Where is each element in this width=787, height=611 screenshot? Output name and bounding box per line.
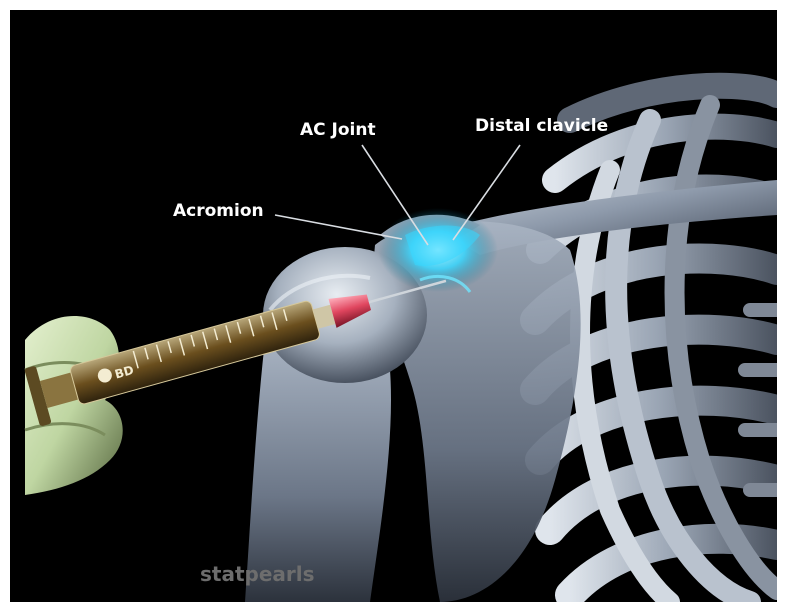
anatomy-illustration: BD AC Joint Distal clavicle Acromion sta… bbox=[10, 10, 777, 602]
shoulder-illustration: BD bbox=[10, 10, 777, 602]
watermark: statpearls bbox=[200, 562, 315, 586]
label-ac-joint: AC Joint bbox=[300, 120, 376, 140]
label-acromion: Acromion bbox=[173, 201, 264, 221]
label-distal-clavicle: Distal clavicle bbox=[475, 116, 608, 136]
